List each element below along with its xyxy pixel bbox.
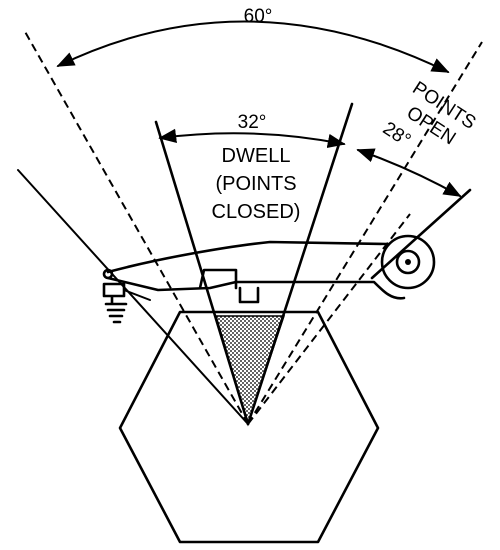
flank-line-left bbox=[17, 169, 249, 425]
dwell-wedge bbox=[214, 315, 286, 427]
contact-mount bbox=[102, 282, 128, 324]
angle-ref-line-right bbox=[247, 41, 483, 425]
pivot-center bbox=[405, 259, 411, 265]
points-open-line bbox=[370, 188, 472, 280]
dwell-line-right bbox=[246, 102, 354, 426]
distributor-cam bbox=[118, 310, 380, 544]
pivot-outer-circle bbox=[380, 234, 436, 290]
arc-arrow-32 bbox=[158, 128, 346, 148]
pivot-inner-circle bbox=[395, 249, 421, 275]
dwell-line-left bbox=[154, 120, 250, 426]
rubbing-block bbox=[198, 268, 260, 304]
total-angle-label: 60° bbox=[244, 6, 273, 27]
points-open-label-group: POINTS OPEN 28° bbox=[379, 78, 480, 152]
lobe-line bbox=[247, 213, 411, 425]
contact-spring bbox=[123, 289, 151, 301]
dwell-label-line2: (POINTS bbox=[215, 173, 296, 195]
arc-arrow-28 bbox=[356, 148, 462, 197]
dwell-label-line3: CLOSED) bbox=[212, 201, 301, 223]
angle-ref-line-left bbox=[23, 29, 249, 425]
contact-point bbox=[102, 268, 114, 280]
dwell-label-line1: DWELL bbox=[222, 145, 291, 167]
dwell-angle-label: 32° bbox=[238, 112, 267, 133]
breaker-arm bbox=[106, 240, 406, 300]
arc-arrow-60 bbox=[56, 20, 450, 73]
